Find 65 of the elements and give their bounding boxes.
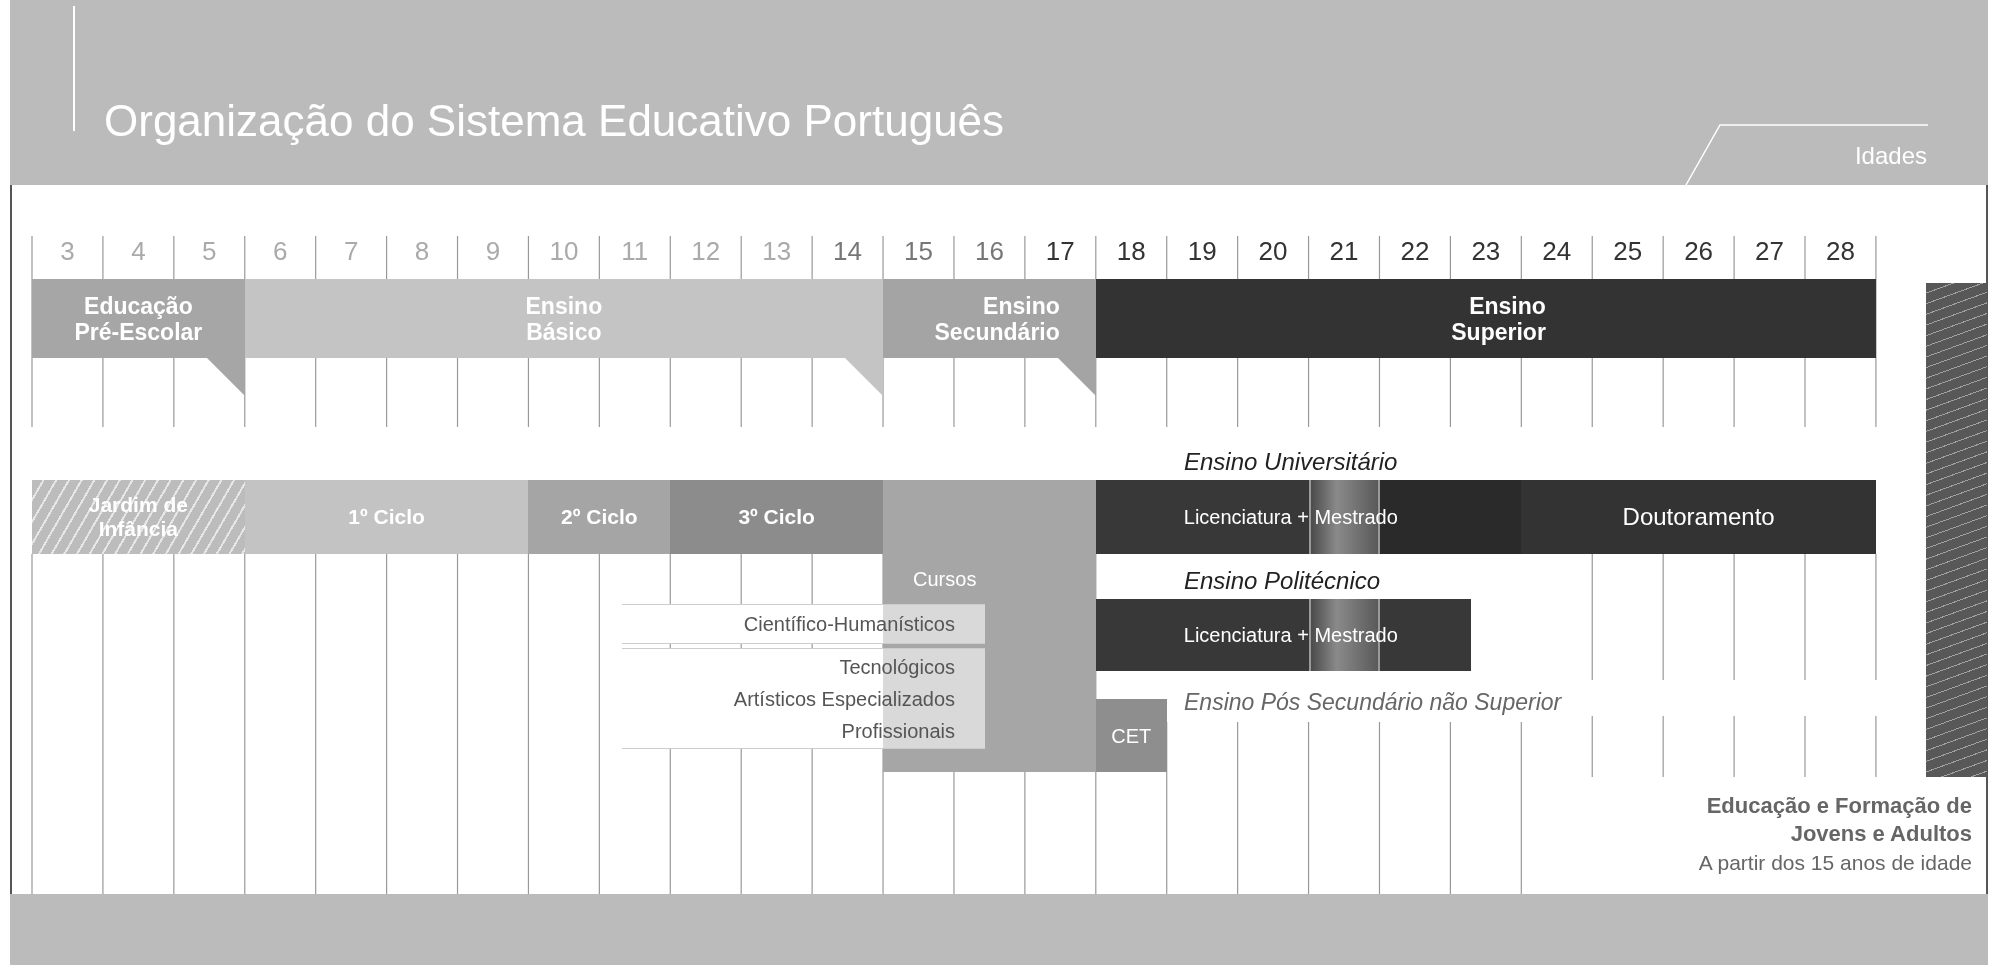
stage-bar <box>32 480 245 554</box>
age-label: 21 <box>1328 235 1360 268</box>
age-label: 9 <box>484 235 502 268</box>
stage-bar <box>1095 699 1167 772</box>
stage-label: Jardim de Infância <box>87 493 189 541</box>
stage-bar <box>1095 599 1471 671</box>
stage-bar <box>670 480 883 554</box>
stage-bar <box>1095 480 1522 554</box>
stage-bar <box>528 480 671 554</box>
age-label: 28 <box>1825 235 1856 268</box>
stage-bar <box>883 279 1096 358</box>
stage-label: Ensino Superior <box>1450 292 1546 345</box>
age-label: 6 <box>271 235 289 268</box>
stage-label: 2º Ciclo <box>561 504 638 531</box>
stage-label: Licenciatura + Mestrado <box>1183 505 1398 530</box>
course-panel <box>622 604 985 644</box>
note-text: Educação e Formação de Jovens e Adultos <box>1705 792 1972 848</box>
axis-title: Idades <box>1854 141 1927 171</box>
stage-label: Educação Pré-Escolar <box>73 292 204 345</box>
section-heading: Ensino Pós Secundário não Superior <box>1184 688 1562 717</box>
stage-bar <box>244 279 883 358</box>
age-label: 11 <box>620 235 650 268</box>
age-label: 3 <box>59 235 76 268</box>
course-label: Artísticos Especializados <box>733 686 955 712</box>
age-label: 23 <box>1470 235 1502 268</box>
age-label: 17 <box>1044 235 1076 268</box>
age-label: 27 <box>1754 235 1785 268</box>
stage-bar <box>244 480 529 554</box>
age-label: 15 <box>903 235 934 268</box>
section-heading: Ensino Universitário <box>1184 447 1398 477</box>
age-label: 7 <box>342 235 360 268</box>
section-heading: Ensino Politécnico <box>1184 566 1381 596</box>
stage-label: Licenciatura + Mestrado <box>1183 623 1398 648</box>
age-label: 24 <box>1541 235 1573 268</box>
stage-bar <box>32 279 245 358</box>
age-label: 18 <box>1115 235 1147 268</box>
stage-label: Cursos <box>913 567 977 592</box>
note-text: A partir dos 15 anos de idade <box>1698 850 1972 876</box>
age-label: 19 <box>1186 235 1218 268</box>
age-label: 14 <box>832 235 863 268</box>
age-label: 22 <box>1399 235 1431 268</box>
age-label: 13 <box>761 235 793 268</box>
stage-label: 3º Ciclo <box>738 504 815 531</box>
age-label: 4 <box>130 235 147 268</box>
title: Organização do Sistema Educativo Português <box>104 95 1005 147</box>
course-label: Profissionais <box>841 718 955 744</box>
course-label: Científico-Humanísticos <box>743 612 955 637</box>
age-label: 12 <box>690 235 722 268</box>
stage-label: CET <box>1111 723 1152 749</box>
age-label: 8 <box>413 235 431 268</box>
age-label: 10 <box>548 235 580 268</box>
age-label: 16 <box>973 235 1005 268</box>
stage-label: Doutoramento <box>1622 502 1775 532</box>
course-label: Tecnológicos <box>839 654 955 680</box>
course-panel <box>622 648 985 749</box>
age-label: 20 <box>1257 235 1289 268</box>
stage-label: Ensino Secundário <box>933 292 1060 345</box>
stage-bar <box>1521 480 1876 554</box>
stage-label: 1º Ciclo <box>348 504 425 531</box>
hatched-bar <box>1926 283 1987 777</box>
stage-bar <box>1095 279 1876 358</box>
stage-label: Ensino Básico <box>524 292 604 345</box>
age-label: 25 <box>1612 235 1644 268</box>
age-label: 5 <box>201 235 218 268</box>
age-label: 26 <box>1683 235 1715 268</box>
